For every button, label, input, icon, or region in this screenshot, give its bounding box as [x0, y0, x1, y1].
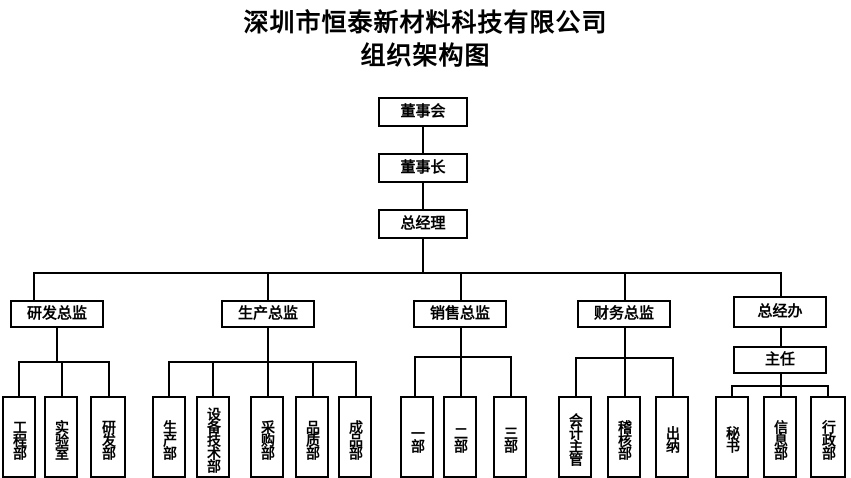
node-label: 研发总监 [26, 304, 87, 323]
page-title: 深圳市恒泰新材料科技有限公司 组织架构图 [0, 6, 851, 72]
connector-rd-stem [56, 328, 58, 362]
node-label: 成品部 [347, 419, 363, 459]
connector-bus-to-rd [33, 272, 35, 300]
connector-gm-office-stem [780, 328, 782, 348]
node-label: 生产部 [161, 419, 177, 459]
node-audit-dept[interactable]: 稽核部 [607, 396, 641, 478]
node-information-dept[interactable]: 信息部 [763, 396, 797, 478]
page-title-line-2: 组织架构图 [360, 41, 491, 70]
node-quality-dept[interactable]: 品质部 [295, 396, 329, 478]
node-production-dept[interactable]: 生产部 [152, 396, 186, 478]
connector-sales-to-div3 [510, 356, 512, 396]
node-label: 研发部 [100, 419, 116, 459]
node-label: 董事会 [400, 102, 446, 121]
node-label: 会计主管 [567, 413, 583, 465]
connector-chief-stem [780, 374, 782, 386]
connector-prod-to-finished [355, 361, 357, 396]
node-engineering-dept[interactable]: 工程部 [2, 396, 36, 478]
node-laboratory[interactable]: 实验室 [44, 396, 78, 478]
node-label: 采购部 [259, 419, 275, 459]
node-label: 信息部 [772, 419, 788, 459]
connector-prod-to-prod-dept [168, 361, 170, 396]
node-label: 实验室 [53, 419, 69, 459]
connector-finance-stem [624, 328, 626, 358]
connector-finance-to-audit [624, 357, 626, 396]
connector-bus-to-sales [460, 272, 462, 300]
connector-sales-to-div2 [460, 356, 462, 396]
node-equipment-technology-dept[interactable]: 设备技术部 [196, 396, 230, 478]
node-cashier[interactable]: 出纳 [655, 396, 689, 478]
connector-production-stem [267, 328, 269, 362]
connector-prod-to-quality [312, 361, 314, 396]
node-label: 主任 [764, 350, 795, 369]
connector-chairman-to-gm [422, 183, 424, 209]
node-label: 三部 [502, 426, 518, 452]
node-label: 总经办 [757, 302, 803, 321]
node-label: 品质部 [304, 419, 320, 459]
node-label: 二部 [452, 426, 468, 452]
node-label: 秘书 [724, 426, 740, 452]
connector-rd-to-rd-dept [108, 361, 110, 396]
node-general-manager[interactable]: 总经理 [378, 209, 468, 239]
node-label: 一部 [409, 426, 425, 452]
node-label: 工程部 [11, 419, 27, 459]
page-title-line-1: 深圳市恒泰新材料科技有限公司 [243, 8, 608, 37]
node-sales-division-1[interactable]: 一部 [400, 396, 434, 478]
node-rd-director[interactable]: 研发总监 [10, 300, 104, 328]
node-label: 稽核部 [616, 419, 632, 459]
node-accounting-supervisor[interactable]: 会计主管 [558, 396, 592, 478]
node-label: 出纳 [664, 426, 680, 452]
connector-bus-to-finance [624, 272, 626, 300]
connector-bus-to-gm-office [780, 272, 782, 300]
node-secretary[interactable]: 秘书 [715, 396, 749, 478]
node-finance-director[interactable]: 财务总监 [577, 300, 671, 328]
connector-bus-to-production [267, 272, 269, 300]
connector-finance-to-cashier [672, 357, 674, 396]
node-label: 销售总监 [429, 304, 490, 323]
connector-sales-to-div1 [414, 356, 416, 396]
connector-chief-to-info-dept [780, 385, 782, 396]
node-sales-director[interactable]: 销售总监 [413, 300, 507, 328]
node-gm-office-chief[interactable]: 主任 [733, 346, 827, 374]
connector-rd-to-lab [61, 361, 63, 396]
connector-chief-to-secretary [731, 385, 733, 396]
connector-finance-to-accounting [575, 357, 577, 396]
node-finished-goods-dept[interactable]: 成品部 [338, 396, 372, 478]
node-board-of-directors[interactable]: 董事会 [378, 97, 468, 127]
connector-prod-to-purchasing [267, 361, 269, 396]
node-rd-dept[interactable]: 研发部 [90, 396, 126, 478]
node-label: 设备技术部 [205, 406, 221, 472]
node-chairman[interactable]: 董事长 [378, 153, 468, 183]
connector-board-to-chairman [422, 127, 424, 153]
node-label: 董事长 [400, 158, 446, 177]
connector-sales-bus [414, 356, 512, 358]
connector-production-bus [168, 361, 355, 363]
connector-rd-to-engineering [18, 361, 20, 396]
node-purchasing-dept[interactable]: 采购部 [250, 396, 284, 478]
connector-gm-stem [422, 239, 424, 273]
connector-directors-bus [33, 272, 781, 274]
node-label: 生产总监 [237, 304, 298, 323]
node-label: 总经理 [400, 214, 446, 233]
connector-rd-bus [18, 361, 110, 363]
node-sales-division-3[interactable]: 三部 [493, 396, 527, 478]
node-label: 财务总监 [593, 304, 654, 323]
node-production-director[interactable]: 生产总监 [221, 300, 315, 328]
connector-chief-to-admin-dept [827, 385, 829, 396]
node-sales-division-2[interactable]: 二部 [443, 396, 477, 478]
connector-prod-to-equip-tech [212, 361, 214, 396]
node-label: 行政部 [820, 419, 836, 459]
connector-sales-stem [460, 328, 462, 357]
node-gm-office[interactable]: 总经办 [733, 296, 827, 328]
node-administration-dept[interactable]: 行政部 [810, 396, 846, 478]
